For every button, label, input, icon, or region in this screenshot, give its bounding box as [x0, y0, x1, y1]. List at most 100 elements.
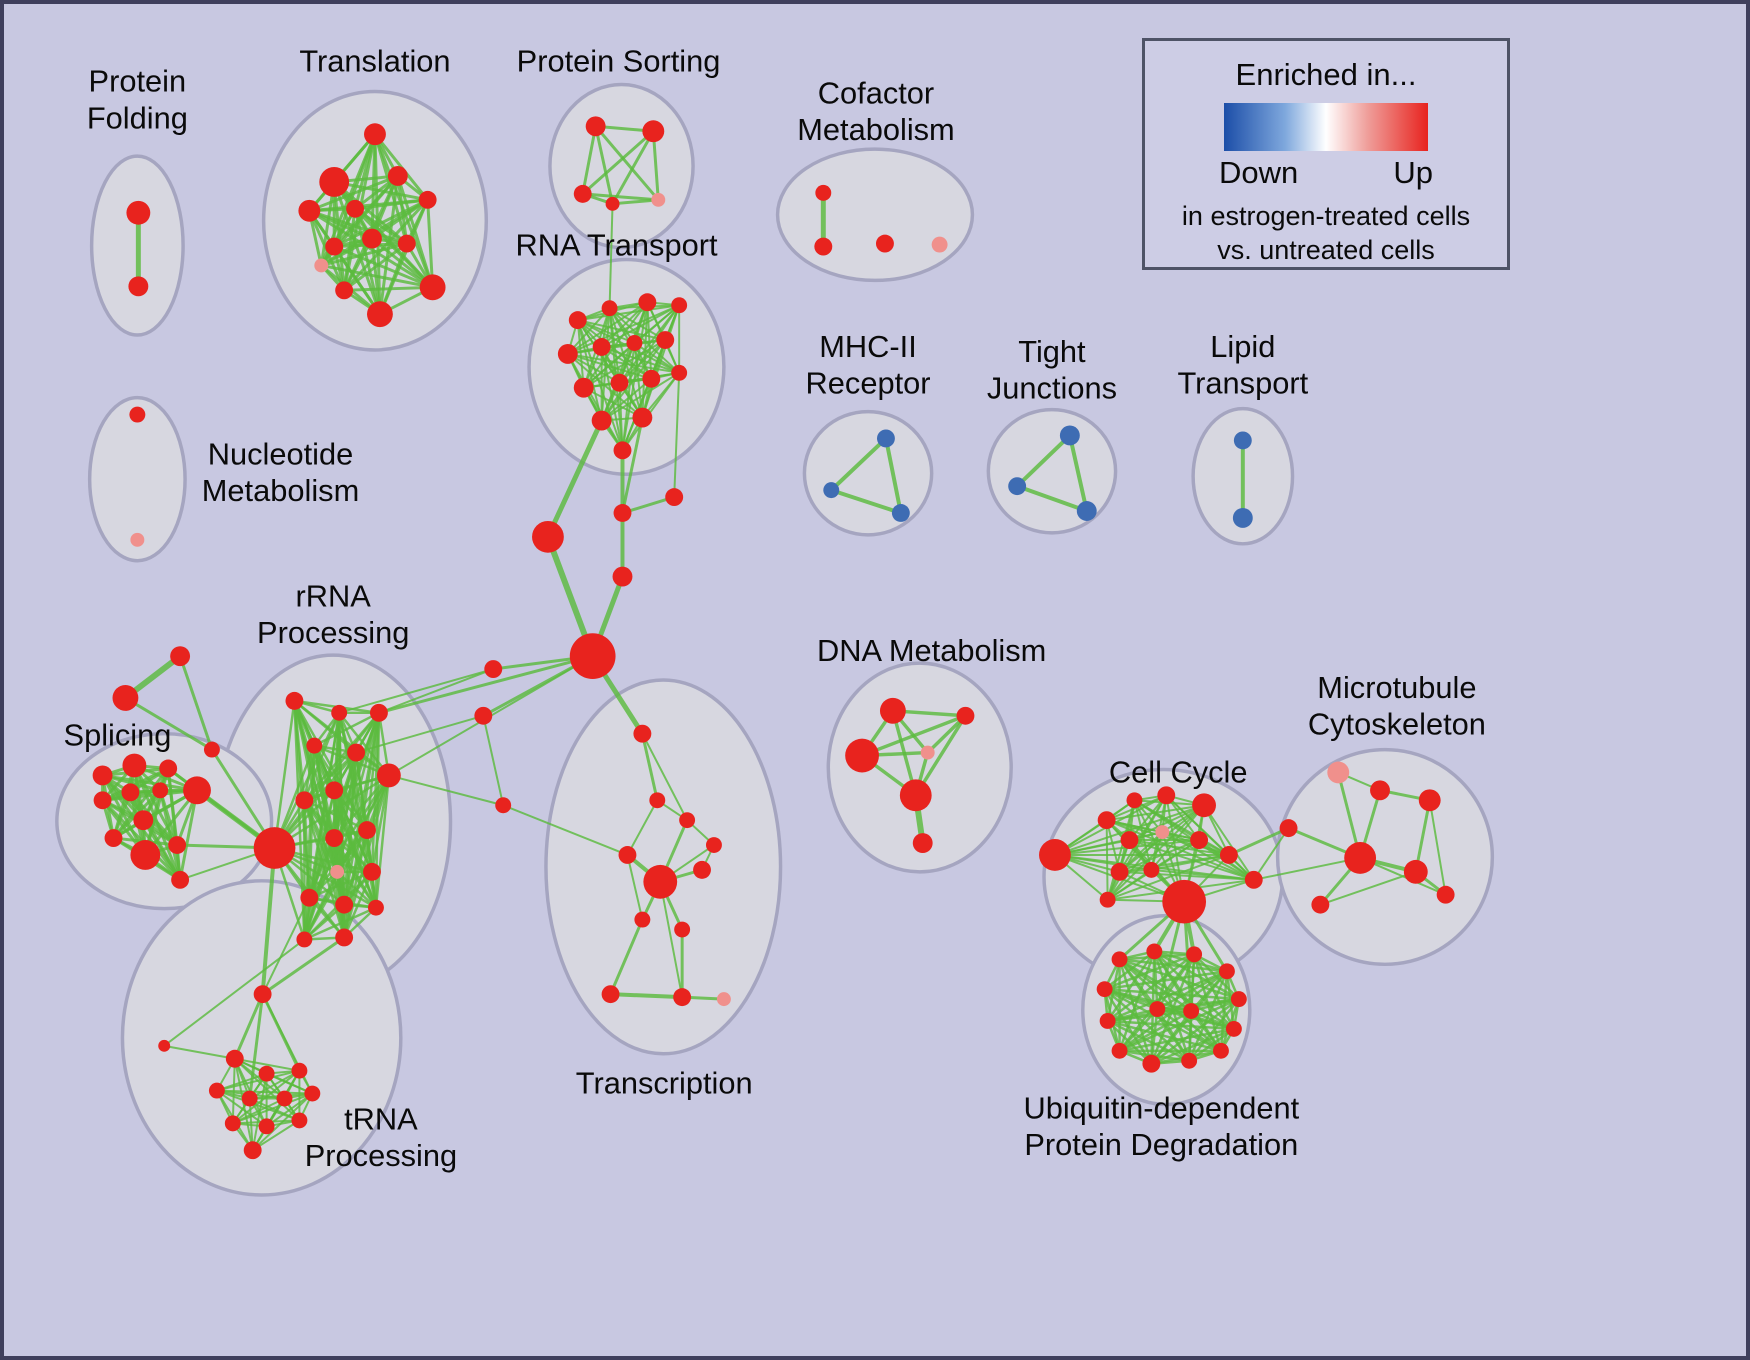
- node-TC11[interactable]: [673, 988, 692, 1007]
- node-TR9[interactable]: [224, 1115, 241, 1132]
- node-U14[interactable]: [1183, 1003, 1200, 1019]
- node-TR8[interactable]: [304, 1085, 321, 1102]
- node-U4[interactable]: [1218, 963, 1235, 980]
- node-RR7[interactable]: [325, 781, 344, 800]
- node-PF1[interactable]: [126, 200, 151, 225]
- node-TC4[interactable]: [618, 846, 637, 864]
- node-T4[interactable]: [346, 199, 365, 218]
- node-C2[interactable]: [1097, 811, 1116, 830]
- node-TC3[interactable]: [679, 812, 696, 829]
- node-T7[interactable]: [325, 237, 344, 256]
- node-D1[interactable]: [879, 697, 906, 724]
- node-RR15[interactable]: [368, 899, 384, 916]
- node-R8[interactable]: [656, 331, 675, 349]
- node-S8[interactable]: [133, 810, 154, 831]
- node-PS3[interactable]: [573, 184, 592, 203]
- node-T2[interactable]: [319, 167, 350, 197]
- node-TC1[interactable]: [633, 724, 652, 743]
- node-X3[interactable]: [203, 741, 220, 758]
- node-S11[interactable]: [168, 836, 187, 854]
- node-TC2[interactable]: [649, 792, 666, 809]
- node-C9[interactable]: [1219, 846, 1238, 864]
- node-S6[interactable]: [121, 783, 140, 802]
- node-NM1[interactable]: [129, 406, 146, 423]
- node-U7[interactable]: [1099, 1013, 1116, 1029]
- node-R11[interactable]: [642, 369, 661, 388]
- node-U2[interactable]: [1146, 943, 1163, 960]
- node-MH1[interactable]: [876, 429, 895, 448]
- node-RR2[interactable]: [331, 704, 348, 721]
- node-TR11[interactable]: [291, 1112, 308, 1129]
- node-TR7[interactable]: [276, 1090, 293, 1107]
- node-PS2[interactable]: [642, 120, 665, 143]
- node-PS5[interactable]: [651, 192, 666, 207]
- node-M2[interactable]: [1370, 780, 1390, 801]
- node-U11[interactable]: [1181, 1052, 1198, 1069]
- node-H7[interactable]: [495, 797, 512, 814]
- node-C11[interactable]: [1143, 861, 1160, 878]
- node-TR1[interactable]: [253, 985, 272, 1004]
- node-MH2[interactable]: [823, 482, 840, 499]
- node-T12[interactable]: [335, 281, 354, 300]
- node-S10[interactable]: [130, 840, 161, 870]
- node-TJ3[interactable]: [1076, 501, 1097, 521]
- node-T1[interactable]: [364, 123, 386, 146]
- node-RR16[interactable]: [335, 928, 354, 947]
- node-M8[interactable]: [1311, 895, 1330, 914]
- node-R13[interactable]: [591, 410, 612, 431]
- node-U13[interactable]: [1149, 1001, 1166, 1018]
- node-X1[interactable]: [170, 646, 191, 667]
- node-TR13[interactable]: [158, 1039, 171, 1052]
- node-T5[interactable]: [387, 166, 408, 186]
- node-RR12[interactable]: [363, 862, 381, 881]
- node-TC6[interactable]: [693, 860, 711, 879]
- node-S12[interactable]: [171, 870, 190, 889]
- node-S9[interactable]: [104, 829, 123, 848]
- node-R1[interactable]: [568, 311, 587, 330]
- node-TC7[interactable]: [706, 837, 722, 853]
- node-C13[interactable]: [1099, 891, 1116, 908]
- node-RR13[interactable]: [300, 888, 319, 907]
- node-H1[interactable]: [532, 520, 564, 553]
- node-C3[interactable]: [1126, 792, 1143, 809]
- node-R14[interactable]: [632, 407, 653, 428]
- node-U1[interactable]: [1111, 951, 1128, 968]
- node-CM4[interactable]: [931, 236, 948, 253]
- node-RR17[interactable]: [296, 931, 313, 948]
- node-TR2[interactable]: [225, 1049, 244, 1068]
- node-X2[interactable]: [112, 684, 139, 711]
- node-PS1[interactable]: [585, 116, 606, 137]
- node-D3[interactable]: [845, 738, 879, 773]
- node-RR10[interactable]: [358, 821, 376, 840]
- node-PF2[interactable]: [128, 276, 149, 297]
- node-C4[interactable]: [1157, 786, 1176, 805]
- node-M4[interactable]: [1279, 819, 1298, 838]
- node-C14[interactable]: [1244, 870, 1263, 889]
- node-S4[interactable]: [183, 776, 211, 805]
- node-TR12[interactable]: [243, 1141, 262, 1160]
- node-RR9[interactable]: [325, 829, 344, 848]
- node-T9[interactable]: [397, 234, 416, 253]
- node-C6[interactable]: [1120, 831, 1139, 849]
- node-RR11[interactable]: [330, 864, 345, 879]
- node-TC9[interactable]: [674, 921, 691, 938]
- node-CM1[interactable]: [815, 184, 832, 201]
- node-U10[interactable]: [1142, 1054, 1161, 1073]
- node-TR3[interactable]: [258, 1065, 275, 1082]
- node-T8[interactable]: [362, 228, 382, 249]
- node-C7[interactable]: [1155, 825, 1170, 840]
- node-T10[interactable]: [419, 274, 446, 301]
- node-TC10[interactable]: [601, 985, 620, 1004]
- node-R3[interactable]: [638, 293, 657, 312]
- node-TJ2[interactable]: [1008, 477, 1027, 496]
- node-MH3[interactable]: [891, 504, 910, 522]
- node-RR3[interactable]: [369, 703, 388, 722]
- node-U3[interactable]: [1186, 946, 1203, 963]
- node-H6[interactable]: [474, 706, 493, 725]
- node-R12[interactable]: [671, 364, 688, 381]
- node-RR14[interactable]: [335, 895, 354, 914]
- node-RR1[interactable]: [285, 691, 304, 710]
- node-T6[interactable]: [418, 190, 437, 209]
- node-CM2[interactable]: [814, 237, 833, 256]
- node-R2[interactable]: [601, 300, 618, 317]
